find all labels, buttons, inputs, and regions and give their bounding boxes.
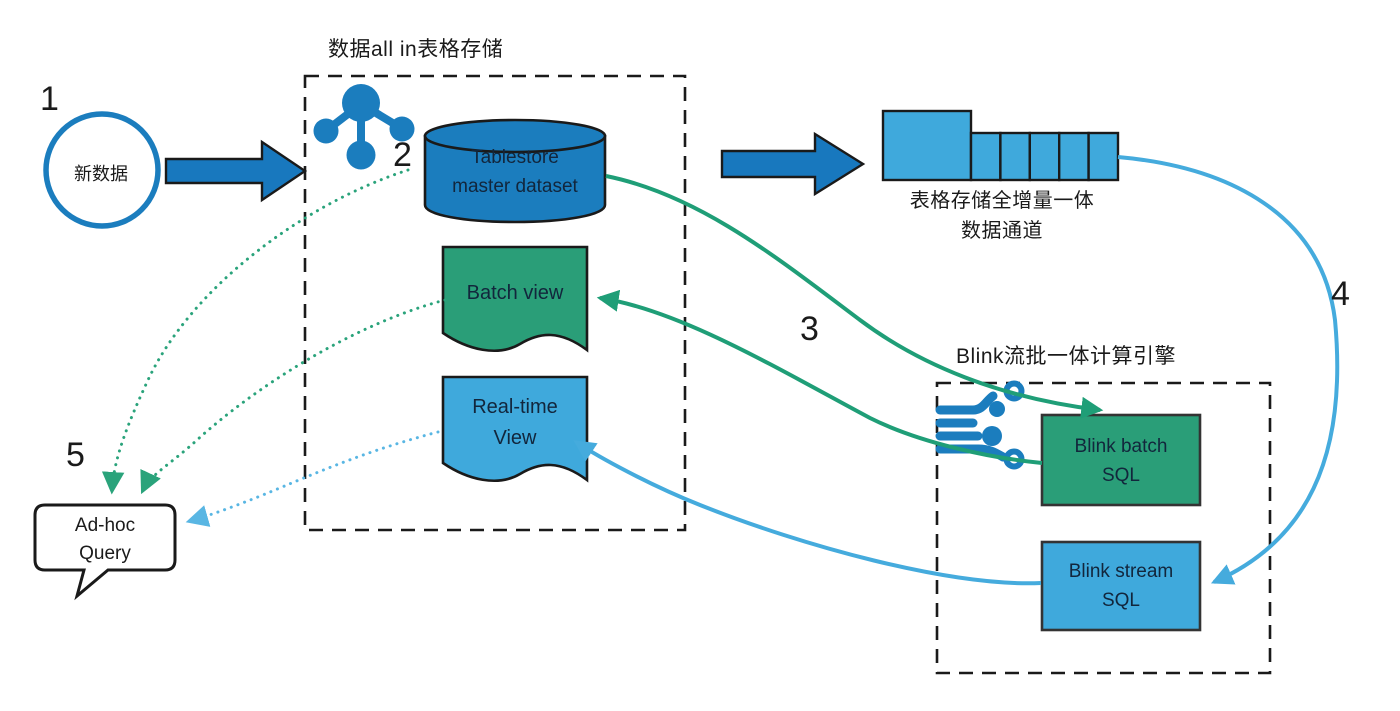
new-data-label: 新数据 [74,164,128,184]
query-realtime-view-to-adhoc [185,430,440,527]
storage-group-box [303,74,687,532]
step-3-label: 3 [800,310,819,348]
blink-batch-sql-box [1040,413,1202,507]
tunnel-label: 表格存储全增量一体 数据通道 [909,190,1095,242]
blink-stream-sql-label: Blink stream SQL [1068,561,1174,611]
adhoc-query-bubble [33,503,177,601]
new-data-circle [43,111,161,229]
molecule-icon [313,84,415,170]
realtime-view-label: Real-time View [472,396,558,449]
tunnel-channel-icon [881,109,1120,182]
blink-batch-sql-label: Blink batch SQL [1074,436,1168,486]
flow-dataset-to-blink-batch [605,174,1104,419]
adhoc-query-label: Ad-hoc Query [74,515,136,564]
batch-view-label: Batch view [466,282,564,304]
query-dataset-to-adhoc [101,168,410,495]
step-4-label: 4 [1331,275,1350,313]
flow-blink-stream-to-realtime-view [573,440,1042,586]
master-dataset-label: Tablestore master dataset [452,147,578,197]
arrow-newdata-to-storage [164,139,308,203]
flow-blink-batch-to-batch-view [596,289,1043,465]
step-5-label: 5 [66,436,85,474]
arrow-dataset-to-tunnel [720,131,866,197]
storage-group-title: 数据all in表格存储 [328,38,504,61]
step-2-label: 2 [393,136,412,174]
master-dataset-cylinder [423,118,607,224]
batch-view-doc [441,245,589,353]
query-batch-view-to-adhoc [140,298,447,495]
step-1-label: 1 [40,80,59,118]
blink-stream-sql-box [1040,540,1202,632]
realtime-view-doc [441,375,589,483]
blink-group-box [935,381,1272,675]
blink-group-title: Blink流批一体计算引擎 [956,345,1177,368]
flow-tunnel-to-blink-stream [1117,155,1340,585]
